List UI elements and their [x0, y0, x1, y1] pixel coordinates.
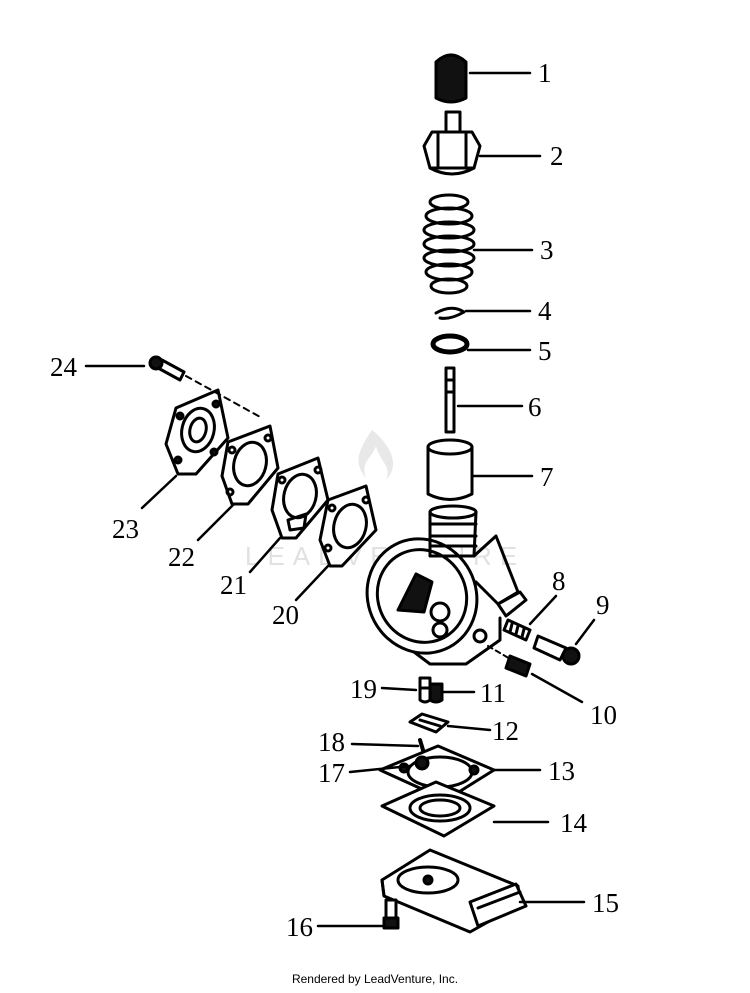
label-part-18: 18 [318, 727, 345, 757]
leader-lines [84, 71, 596, 928]
part-21-gasket [270, 456, 330, 540]
part-15-cover [380, 848, 528, 934]
part-6-needle [444, 366, 456, 434]
label-part-12: 12 [492, 716, 519, 746]
label-part-7: 7 [540, 462, 554, 492]
label-part-24: 24 [50, 352, 78, 382]
part-2-nut [422, 110, 482, 176]
part-19-pin [418, 676, 432, 704]
part-23-pump-cover [164, 388, 230, 476]
label-part-5: 5 [538, 336, 552, 366]
label-part-20: 20 [272, 600, 299, 630]
part-11-pin [428, 682, 444, 704]
label-part-6: 6 [528, 392, 542, 422]
label-part-15: 15 [592, 888, 619, 918]
label-part-13: 13 [548, 756, 575, 786]
label-part-4: 4 [538, 296, 552, 326]
part-14-diaphragm [380, 780, 496, 838]
label-part-9: 9 [596, 590, 610, 620]
label-part-17: 17 [318, 758, 345, 788]
label-part-11: 11 [480, 678, 506, 708]
part-labels: 1 2 3 4 5 6 7 8 9 10 11 12 13 14 15 16 1… [50, 58, 619, 942]
part-22-gasket [220, 424, 280, 506]
label-part-1: 1 [538, 58, 552, 88]
part-5-washer [430, 333, 470, 355]
part-20-gasket [318, 484, 378, 568]
part-1-cap [434, 53, 468, 104]
part-10-screw [487, 645, 532, 678]
label-part-23: 23 [112, 514, 139, 544]
label-part-16: 16 [286, 912, 313, 942]
label-part-8: 8 [552, 566, 566, 596]
label-part-2: 2 [550, 141, 564, 171]
part-9-screw [532, 634, 581, 666]
part-12-lever [408, 712, 450, 734]
label-part-10: 10 [590, 700, 617, 730]
part-24-screw [148, 355, 263, 419]
part-4-clip [434, 306, 466, 320]
part-16-screw [382, 898, 400, 930]
part-17-screw [414, 755, 430, 771]
part-7-cylinder [426, 438, 474, 501]
label-part-19: 19 [350, 674, 377, 704]
carburetor-body [365, 504, 528, 666]
label-part-21: 21 [220, 570, 247, 600]
part-8-screw [502, 618, 532, 642]
watermark-flame-icon [358, 430, 394, 480]
label-part-14: 14 [560, 808, 588, 838]
label-part-3: 3 [540, 235, 554, 265]
part-3-spring [422, 193, 476, 295]
render-credit: Rendered by LeadVenture, Inc. [291, 972, 459, 986]
label-part-22: 22 [168, 542, 195, 572]
